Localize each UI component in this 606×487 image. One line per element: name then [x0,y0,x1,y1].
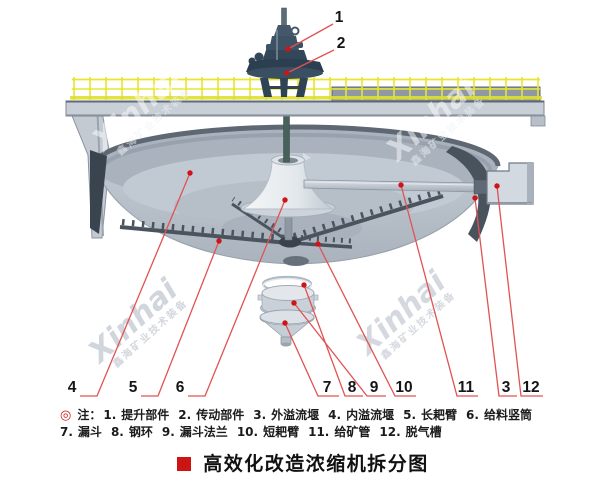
callout-label-6: 6 [176,379,185,396]
thickener-exploded-diagram: Xinhai 鑫海矿业技术装备 Xinhai 鑫海矿业技术装备 Xinhai 鑫… [65,7,546,397]
callout-label-10: 10 [395,379,412,396]
legend-item: 3.外溢流堰 [253,408,320,422]
callout-lines [80,23,543,397]
tank-right-cut-edge [446,146,492,242]
legend-item: 12.脱气槽 [379,425,442,439]
watermark-bottom-right: Xinhai 鑫海矿业技术装备 [348,264,458,363]
parts-legend: ◎ 注：1.提升部件 2.传动部件 3.外溢流堰 4.内溢流堰 5.长耙臂 6.给料竖筒 7… [60,407,590,441]
pipe-coupling [473,179,488,195]
feed-standpipe [240,153,336,218]
bridge-end-bracket [530,115,546,127]
legend-line-1: ◎ 注：1.提升部件 2.传动部件 3.外溢流堰 4.内溢流堰 5.长耙臂 6.给料竖筒 [60,407,590,424]
legend-item: 7.漏斗 [60,425,102,439]
legend-line-2: 7.漏斗 8.钢环 9.漏斗法兰 10.短耙臂 11.给矿管 12.脱气槽 [60,424,590,441]
legend-item: 5.长耙臂 [403,408,458,422]
tank-left-cut-edge [90,150,107,234]
callout-label-2: 2 [337,35,346,52]
callout-label-12: 12 [522,379,539,396]
legend-item: 10.短耙臂 [236,425,300,439]
legend-item: 1.提升部件 [103,408,170,422]
callout-label-5: 5 [129,379,138,396]
diagram-title-row: 高效化改造浓缩机拆分图 [0,449,606,476]
callout-label-3: 3 [502,379,511,396]
callout-label-8: 8 [348,379,357,396]
legend-prefix: 注： [77,408,102,422]
watermark-bottom-left: Xinhai 鑫海矿业技术装备 [80,272,190,371]
underflow-outlet [283,256,309,266]
legend-item: 4.内溢流堰 [328,408,395,422]
callout-label-4: 4 [68,379,77,396]
drive-shaft-upper [283,115,290,163]
drive-unit [246,7,324,97]
callout-label-9: 9 [370,379,379,396]
callout-label-11: 11 [458,379,475,396]
rake-arms [119,188,444,249]
callout-label-1: 1 [335,9,344,26]
page-title: 高效化改造浓缩机拆分图 [203,453,429,475]
legend-item: 9.漏斗法兰 [161,425,228,439]
legend-item: 2.传动部件 [178,408,245,422]
callout-dots [187,46,500,326]
legend-ring-icon: ◎ [60,408,72,423]
legend-item: 6.给料竖筒 [466,408,532,422]
title-square-bullet-icon [177,457,192,471]
callout-label-7: 7 [323,379,332,396]
legend-item: 8.钢环 [110,425,153,439]
legend-item: 11.给矿管 [308,425,371,439]
